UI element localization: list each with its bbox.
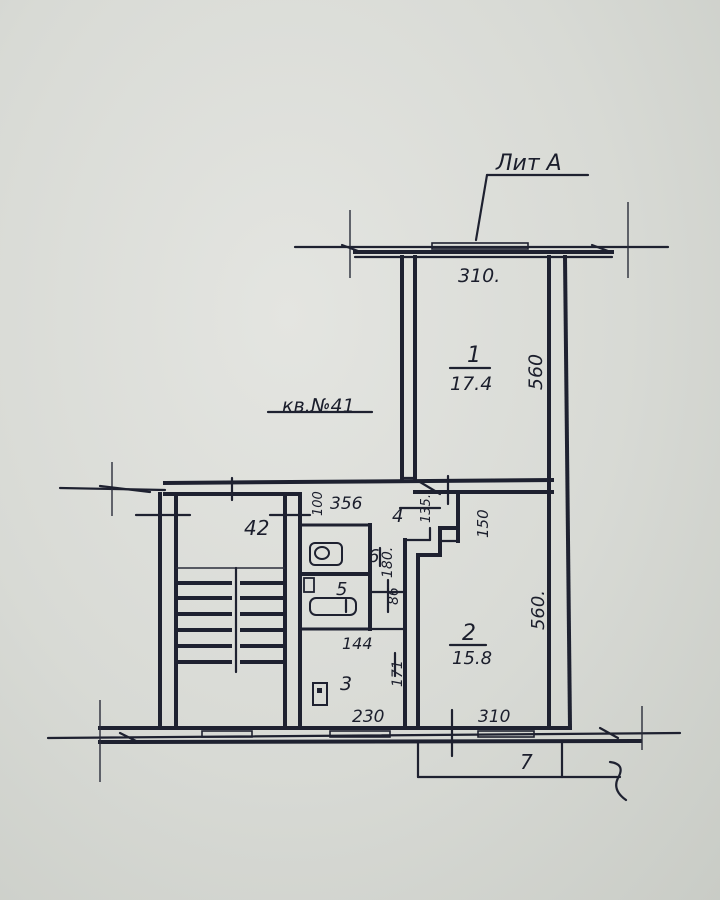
corridor-walls — [403, 474, 460, 730]
top-window — [431, 242, 529, 250]
apartment-number: кв.№41 — [282, 395, 355, 417]
bottom-outer-wall — [46, 700, 682, 782]
dimension-144: 144 — [342, 634, 373, 653]
room-6-number: 6 — [368, 546, 379, 567]
balcony-outline — [416, 740, 628, 802]
dimension-171: 171 — [390, 660, 406, 687]
top-width-dimension: 310. — [458, 265, 500, 287]
lit-a-leader — [474, 173, 590, 242]
bottom-window-left — [201, 730, 253, 738]
upper-outer-wall — [293, 202, 670, 278]
dimension-leaders — [344, 506, 442, 678]
room-4-number: 4 — [392, 506, 403, 527]
dimension-180: 180. — [380, 547, 396, 578]
room-1-area: 17.4 — [450, 373, 492, 395]
bottom-window-right — [477, 730, 535, 738]
dimension-150: 150 — [474, 509, 492, 538]
stairwell-number: 42 — [244, 516, 269, 540]
stove-icon — [312, 682, 328, 706]
dimension-230: 230 — [352, 707, 384, 727]
bathroom-block — [298, 523, 407, 631]
middle-wall — [58, 462, 555, 516]
room-2-area: 15.8 — [452, 648, 492, 669]
stair-steps — [178, 581, 285, 664]
room-2-width-dimension: 310 — [478, 707, 510, 727]
stairwell-walls — [134, 492, 312, 730]
toilet-icon — [303, 577, 315, 593]
room-7-number: 7 — [520, 750, 533, 774]
dimension-100: 100 — [311, 491, 326, 516]
dimension-135: 135. — [419, 494, 434, 523]
room-1-height-dimension: 560 — [525, 354, 547, 390]
room-2-height-dimension: 560. — [528, 590, 549, 630]
bathtub-icon — [309, 597, 357, 616]
sink-icon — [309, 542, 343, 566]
lit-a-label: Лит А — [495, 151, 562, 176]
room-3-number: 3 — [340, 673, 352, 695]
hall-length-dimension: 356 — [330, 494, 363, 514]
bottom-window-mid — [329, 730, 391, 738]
room-2-number: 2 — [462, 621, 476, 646]
room-1-number: 1 — [467, 343, 481, 368]
room-5-number: 5 — [336, 579, 347, 600]
dimension-86: 86 — [386, 587, 402, 605]
